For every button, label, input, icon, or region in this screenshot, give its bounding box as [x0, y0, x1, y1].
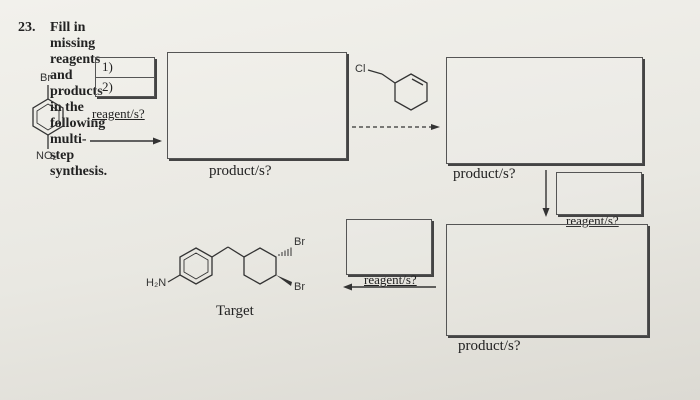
atom-br-hashed: Br: [294, 236, 305, 248]
reagent-box-2[interactable]: [556, 172, 642, 215]
atom-no2: NO₂: [36, 150, 57, 162]
product-box-3[interactable]: [446, 224, 648, 336]
arrow-1-head: [153, 137, 162, 145]
bond-ch2-cyclohexane: [227, 246, 245, 258]
bond-ring-ch2: [381, 73, 396, 84]
target-label: Target: [216, 303, 254, 319]
atom-br-wedge: Br: [294, 281, 305, 293]
hashed-bond-br: [278, 247, 292, 256]
reagent-step-2: 2): [102, 79, 113, 94]
product-label-1: product/s?: [209, 163, 272, 179]
bond-ch2-cl: [367, 69, 383, 75]
arrow-4-head: [343, 283, 352, 291]
product-box-1[interactable]: [167, 52, 347, 159]
reagent-box-divider: [96, 77, 154, 78]
wedge-bond-br: [276, 275, 292, 286]
question-number: 23.: [18, 20, 36, 35]
atom-h2n: H₂N: [146, 277, 167, 289]
arrow-3-head: [542, 208, 550, 217]
product-label-3: product/s?: [458, 338, 521, 354]
product-label-2: product/s?: [453, 166, 516, 182]
reagent-step-1: 1): [102, 59, 113, 74]
atom-br-start: Br: [40, 72, 51, 84]
cyclohexane-ring: [243, 247, 277, 285]
arrow-2-head: [431, 124, 440, 130]
reagent-label-1: reagent/s?: [92, 106, 145, 121]
reagent-box-3[interactable]: [346, 219, 432, 275]
reagent-box-1[interactable]: 1) 2): [95, 57, 155, 97]
question-text: Fill in missing reagents and products in…: [50, 20, 108, 179]
atom-cl: Cl: [355, 63, 366, 75]
reagent-label-3: reagent/s?: [364, 272, 417, 287]
bond-c-nh2: [167, 274, 181, 283]
bond-ring-ch2-target: [211, 246, 229, 258]
cyclohexene-ring: [394, 73, 428, 111]
aniline-ring: [179, 247, 213, 285]
product-box-2[interactable]: [446, 57, 643, 164]
